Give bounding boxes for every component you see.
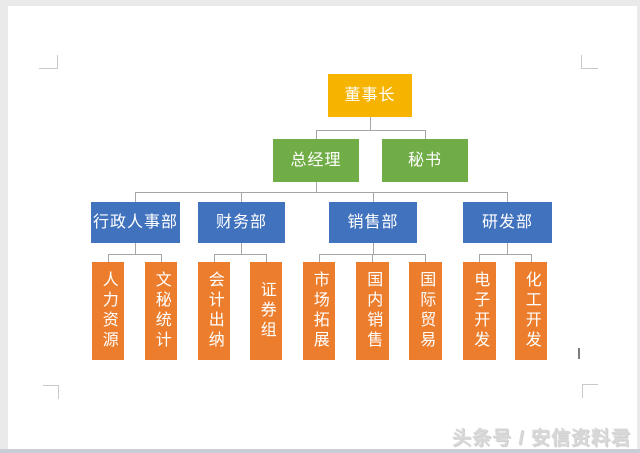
- text-boundary-mark-top-left: [39, 68, 58, 69]
- text-boundary-mark-bottom-right: [582, 384, 598, 385]
- org-node-accounting-cashier[interactable]: 会计出纳: [198, 262, 230, 360]
- text-boundary-mark-bottom-left: [43, 385, 59, 386]
- connector-line: [241, 243, 242, 254]
- text-boundary-mark-top-right: [581, 55, 582, 69]
- watermark-text: 头条号 / 安信资料君: [452, 428, 631, 449]
- connector-line: [507, 192, 508, 202]
- text-cursor-mark: [578, 348, 580, 359]
- org-node-finance-dept[interactable]: 财务部: [198, 202, 285, 243]
- connector-line: [108, 254, 161, 255]
- text-boundary-mark-top-right: [581, 68, 598, 69]
- connector-line: [370, 117, 371, 130]
- connector-line: [214, 254, 215, 262]
- text-boundary-mark-top-left: [57, 55, 58, 69]
- connector-line: [241, 192, 242, 202]
- connector-line: [425, 130, 426, 139]
- org-node-secretary[interactable]: 秘书: [382, 139, 468, 182]
- org-node-rnd-dept[interactable]: 研发部: [463, 202, 552, 243]
- connector-line: [479, 254, 480, 262]
- org-node-human-resources[interactable]: 人力资源: [92, 262, 124, 360]
- connector-line: [316, 182, 317, 192]
- org-node-electronic-development[interactable]: 电子开发: [463, 262, 496, 360]
- org-node-chemical-development[interactable]: 化工开发: [515, 262, 547, 360]
- org-node-sales-dept[interactable]: 销售部: [329, 202, 417, 243]
- connector-line: [266, 254, 267, 262]
- connector-line: [135, 243, 136, 254]
- connector-line: [161, 254, 162, 262]
- connector-line: [425, 254, 426, 262]
- text-boundary-mark-bottom-right: [582, 384, 583, 398]
- connector-line: [135, 192, 507, 193]
- connector-line: [373, 192, 374, 202]
- connector-line: [531, 254, 532, 262]
- page-bottom-edge: [0, 449, 640, 453]
- org-node-market-expansion[interactable]: 市场拓展: [303, 262, 335, 360]
- connector-line: [479, 254, 531, 255]
- connector-line: [319, 254, 320, 262]
- connector-line: [507, 243, 508, 254]
- connector-line: [214, 254, 266, 255]
- org-node-secretarial-statistics[interactable]: 文秘统计: [145, 262, 177, 360]
- connector-line: [372, 254, 373, 262]
- connector-line: [108, 254, 109, 262]
- org-node-general-manager[interactable]: 总经理: [273, 139, 359, 182]
- org-node-chairman[interactable]: 董事长: [328, 74, 412, 117]
- org-node-domestic-sales[interactable]: 国内销售: [356, 262, 389, 360]
- org-node-securities-group[interactable]: 证券组: [250, 262, 282, 360]
- connector-line: [135, 192, 136, 202]
- org-node-international-trade[interactable]: 国际贸易: [409, 262, 442, 360]
- connector-line: [316, 130, 317, 139]
- text-boundary-mark-bottom-left: [58, 385, 59, 399]
- connector-line: [373, 243, 374, 254]
- org-node-admin-hr-dept[interactable]: 行政人事部: [91, 202, 180, 243]
- connector-line: [316, 130, 425, 131]
